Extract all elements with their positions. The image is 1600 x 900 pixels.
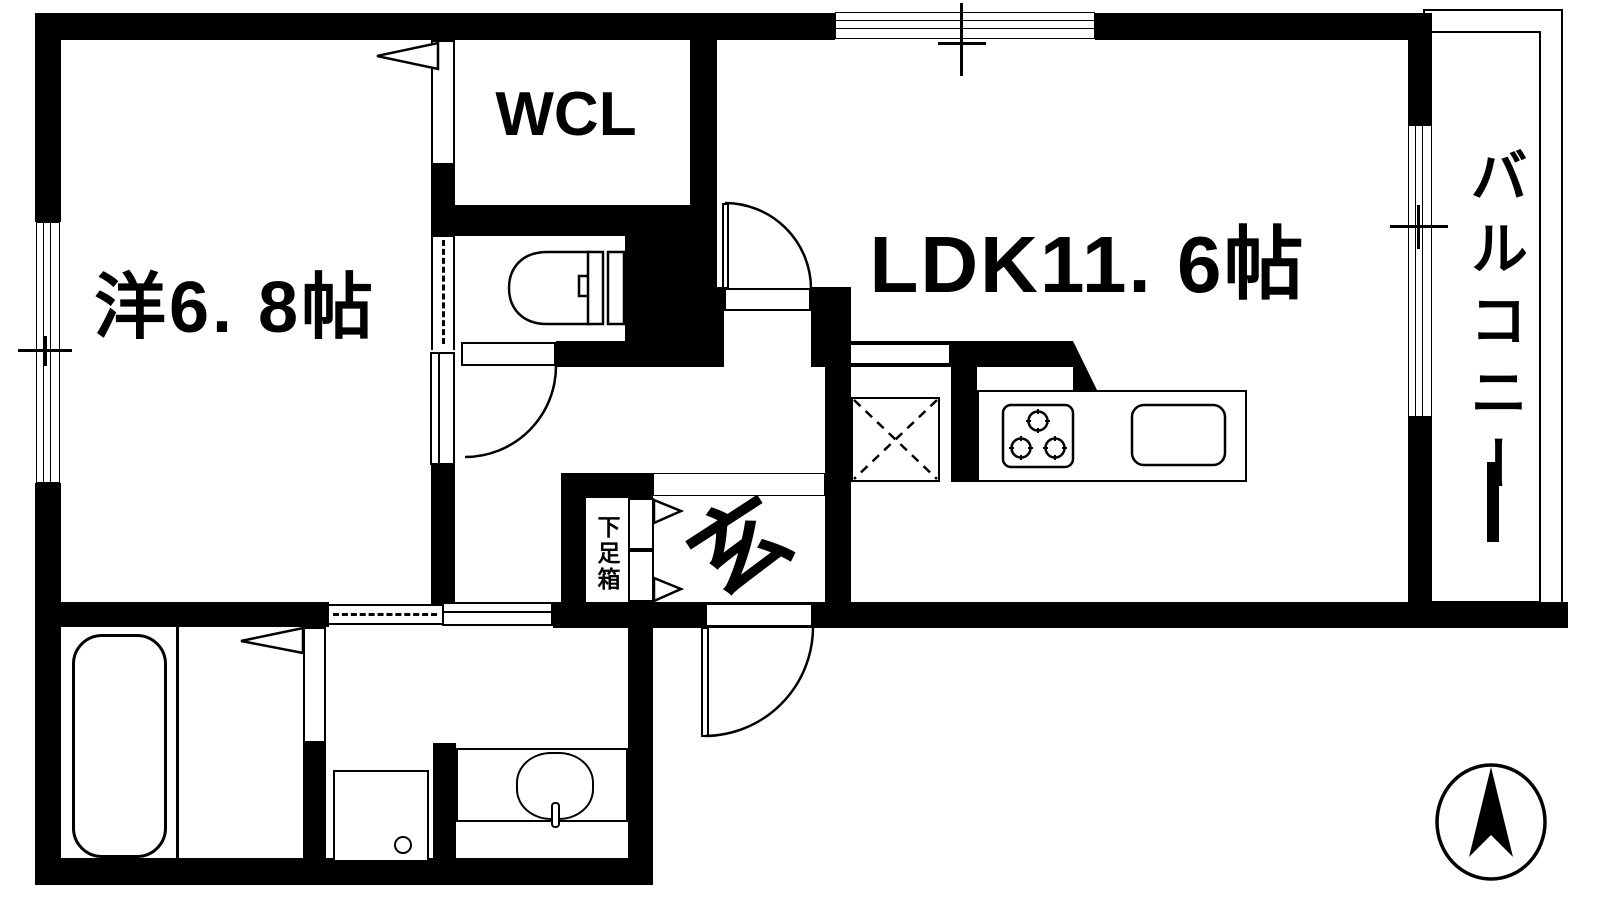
sliding-window [36, 222, 60, 483]
wall [628, 287, 724, 367]
wall [690, 13, 717, 310]
kitchen-cabinet [849, 343, 951, 365]
sliding-door-leaf [442, 602, 553, 626]
wall [35, 858, 653, 885]
ldk-door-opening [724, 288, 811, 311]
window-tick [960, 3, 963, 76]
shoebox-door-leaf [628, 550, 654, 602]
room-label-wcl: WCL [495, 80, 637, 149]
window-tick [938, 42, 986, 45]
wall [561, 498, 586, 603]
ldk-door-arc [724, 201, 813, 290]
wall [1408, 13, 1432, 125]
room-label-ldk: LDK11. 6帖 [869, 220, 1306, 309]
pocket-door-track [431, 237, 455, 350]
wall [431, 205, 690, 236]
genkan-step-edge [653, 473, 825, 496]
room-label-balcony: バルコニー [1461, 146, 1526, 506]
washing-machine-pan-icon [333, 770, 429, 862]
stove-icon [1001, 403, 1075, 469]
pocket-door-track [329, 604, 442, 625]
toilet-door-arc [464, 365, 558, 459]
sliding-door-leaf [430, 352, 455, 465]
window-tick [44, 336, 47, 366]
bathtub-icon [72, 634, 167, 858]
room-label-shoebox: 下足箱 [594, 514, 620, 593]
door-direction-triangle-icon [652, 498, 685, 525]
door-direction-triangle-icon [240, 626, 305, 655]
wall [1095, 13, 1410, 40]
wall [561, 473, 653, 498]
shoebox-door-leaf [628, 498, 654, 550]
sink-icon [1130, 403, 1227, 467]
toilet-icon [507, 250, 626, 326]
balcony-sliding-door [1408, 125, 1432, 417]
wall [1408, 417, 1432, 603]
balcony-partition-bar [1487, 462, 1499, 542]
wall [433, 743, 456, 858]
wall [35, 13, 61, 222]
door-direction-triangle-icon [652, 576, 685, 603]
room-label-western: 洋6. 8帖 [93, 268, 377, 348]
wall [825, 311, 851, 603]
faucet-icon [551, 802, 560, 828]
compass-icon [1435, 763, 1547, 881]
entrance-door-arc [704, 626, 815, 738]
wcl-door-leaf [431, 40, 455, 165]
bathtub-deck-line [176, 627, 179, 858]
bathroom-door-leaf [303, 627, 326, 743]
window-tick [1417, 205, 1420, 249]
entrance-door-opening [705, 603, 813, 627]
wall [303, 743, 326, 858]
sliding-window [835, 12, 1095, 39]
washer-drain-icon [394, 836, 412, 854]
wall [35, 483, 61, 885]
wall [431, 465, 455, 605]
door-direction-triangle-icon [376, 41, 440, 71]
wall [35, 602, 329, 627]
wall-bevel [1073, 341, 1097, 390]
wall [951, 367, 977, 482]
wall [628, 602, 653, 885]
toilet-door-leaf [461, 342, 556, 366]
refrigerator-x-icon [853, 399, 938, 480]
